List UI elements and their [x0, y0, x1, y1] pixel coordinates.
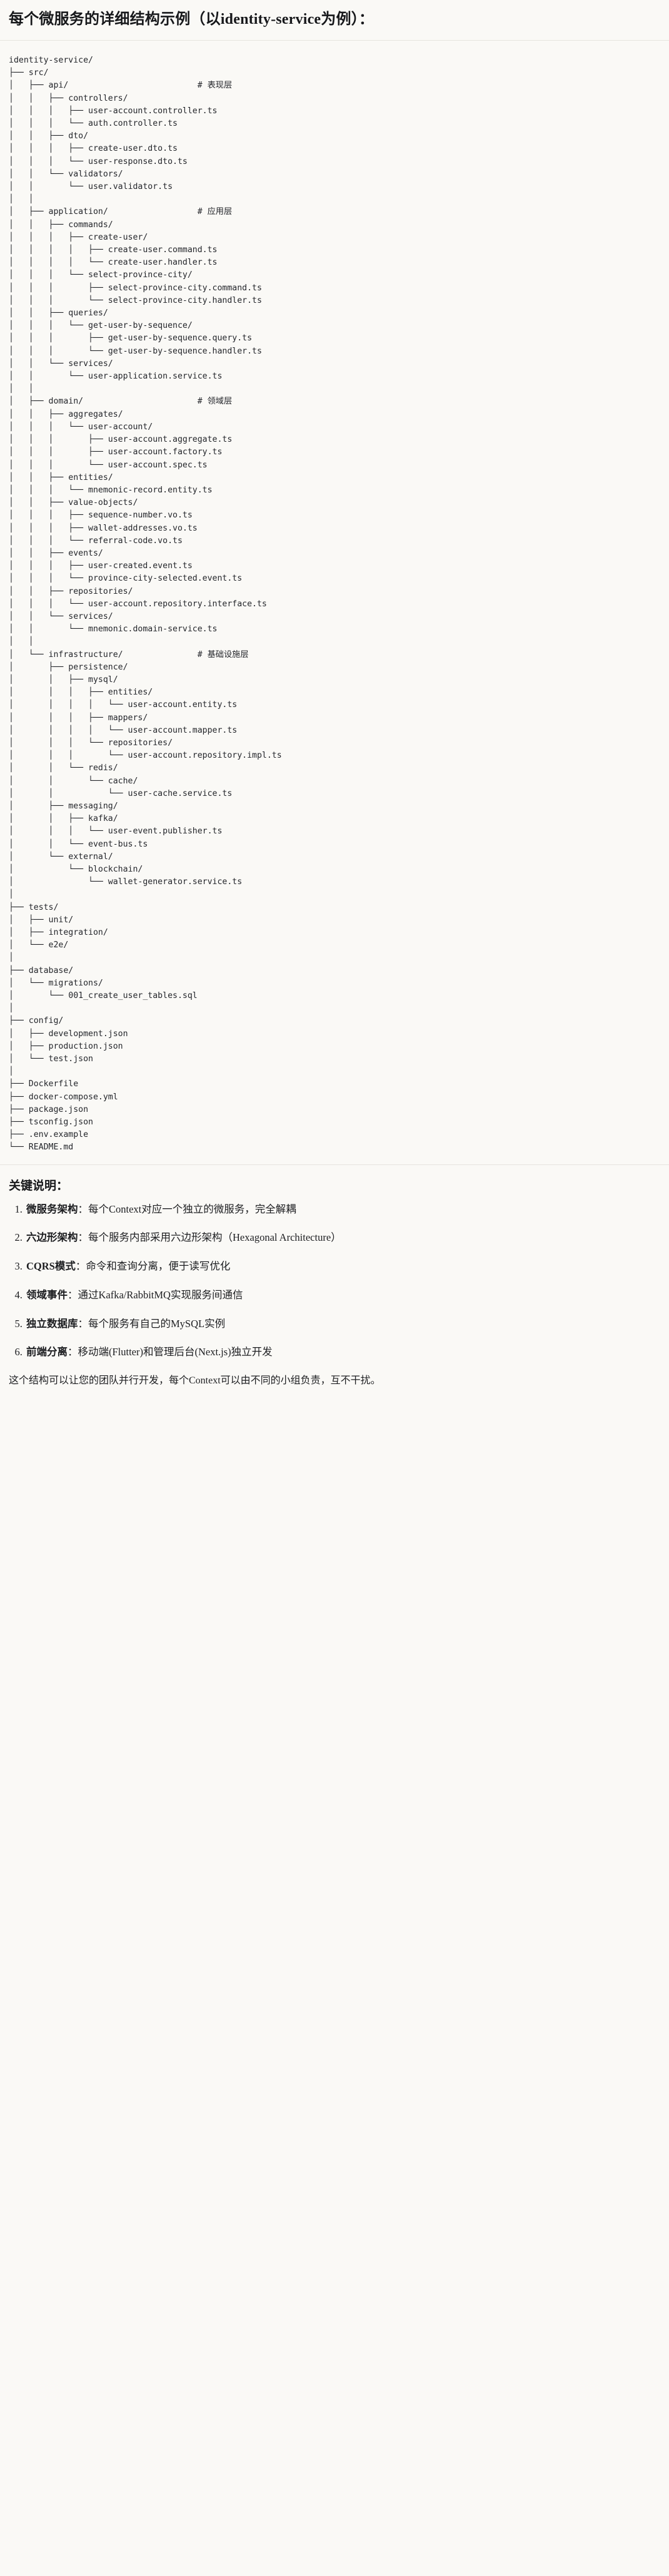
key-point-separator: ：	[75, 1260, 86, 1273]
key-point-separator: ：	[68, 1346, 78, 1358]
page-title: 每个微服务的详细结构示例（以identity-service为例）：	[9, 11, 375, 28]
directory-tree-section: identity-service/ ├── src/ │ ├── api/ # …	[0, 41, 669, 1164]
list-item: 独立数据库：每个服务有自己的MySQL实例	[25, 1316, 660, 1332]
key-point-separator: ：	[78, 1317, 89, 1330]
key-point-separator: ：	[68, 1288, 78, 1301]
key-point-description: 每个服务有自己的MySQL实例	[88, 1317, 226, 1330]
key-points-section: 关键说明： 微服务架构：每个Context对应一个独立的微服务，完全解耦 六边形…	[0, 1164, 669, 1404]
list-item: 六边形架构：每个服务内部采用六边形架构（Hexagonal Architectu…	[25, 1230, 660, 1246]
key-point-term: 前端分离	[26, 1346, 68, 1358]
key-point-separator: ：	[78, 1203, 89, 1215]
key-point-term: 领域事件	[26, 1288, 68, 1301]
key-point-description: 每个Context对应一个独立的微服务，完全解耦	[88, 1203, 296, 1215]
key-point-description: 移动端(Flutter)和管理后台(Next.js)独立开发	[78, 1346, 273, 1358]
key-point-description: 每个服务内部采用六边形架构（Hexagonal Architecture）	[88, 1231, 341, 1244]
key-points-list: 微服务架构：每个Context对应一个独立的微服务，完全解耦 六边形架构：每个服…	[9, 1202, 660, 1361]
key-point-description: 命令和查询分离，便于读写优化	[86, 1260, 231, 1273]
list-item: 前端分离：移动端(Flutter)和管理后台(Next.js)独立开发	[25, 1345, 660, 1360]
title-bar: 每个微服务的详细结构示例（以identity-service为例）：	[0, 0, 669, 41]
list-item: 领域事件：通过Kafka/RabbitMQ实现服务间通信	[25, 1288, 660, 1303]
key-point-description: 通过Kafka/RabbitMQ实现服务间通信	[78, 1288, 243, 1301]
list-item: 微服务架构：每个Context对应一个独立的微服务，完全解耦	[25, 1202, 660, 1218]
key-point-term: 六边形架构	[26, 1231, 78, 1244]
key-point-term: 独立数据库	[26, 1317, 78, 1330]
key-points-footer: 这个结构可以让您的团队并行开发，每个Context可以由不同的小组负责，互不干扰…	[9, 1375, 381, 1387]
key-points-heading: 关键说明：	[9, 1179, 69, 1193]
key-point-term: CQRS模式	[26, 1260, 76, 1273]
page-root: 每个微服务的详细结构示例（以identity-service为例）： ident…	[0, 0, 669, 1404]
key-point-separator: ：	[78, 1231, 89, 1244]
directory-tree: identity-service/ ├── src/ │ ├── api/ # …	[9, 56, 282, 1153]
key-point-term: 微服务架构	[26, 1203, 78, 1215]
list-item: CQRS模式：命令和查询分离，便于读写优化	[25, 1259, 660, 1275]
